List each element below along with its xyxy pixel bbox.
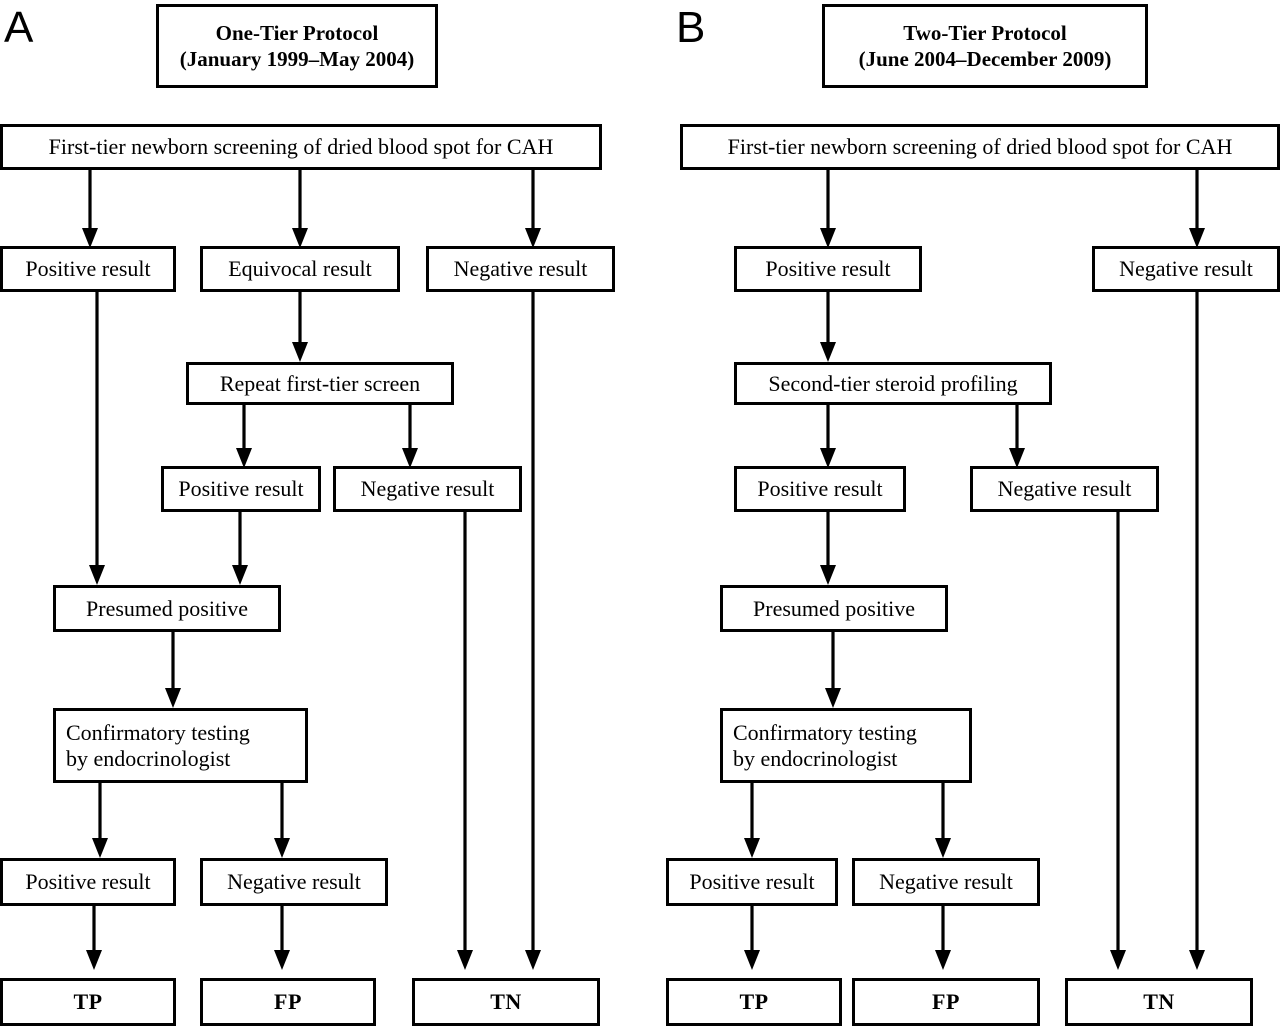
b-node-fp: FP [852,978,1040,1026]
b-node-tp: TP [666,978,842,1026]
a-node-negative-result-2: Negative result [333,466,522,512]
panel-letter-a: A [4,3,34,52]
panel-a-header-title: One-Tier Protocol [215,20,379,45]
a-node-positive-result-1: Positive result [0,246,176,292]
panel-b-header-title: Two-Tier Protocol [903,20,1067,45]
a-node-confirmatory-testing: Confirmatory testing by endocrinologist [53,708,308,783]
a-node-presumed-positive: Presumed positive [53,585,281,632]
a-node-positive-result-2: Positive result [161,466,321,512]
b-node-negative-result-1: Negative result [1092,246,1280,292]
a-node-tp: TP [0,978,176,1026]
b-node-tn: TN [1065,978,1253,1026]
b-node-presumed-positive: Presumed positive [720,585,948,632]
b-node-positive-result-2: Positive result [734,466,906,512]
b-node-first-tier: First-tier newborn screening of dried bl… [680,124,1280,170]
panel-a-header: One-Tier Protocol (January 1999–May 2004… [156,4,438,88]
b-node-confirmatory-testing: Confirmatory testing by endocrinologist [720,708,972,783]
panel-letter-b: B [676,3,706,52]
b-node-negative-result-2: Negative result [970,466,1159,512]
a-node-first-tier: First-tier newborn screening of dried bl… [0,124,602,170]
a-node-fp: FP [200,978,376,1026]
a-node-tn: TN [412,978,600,1026]
panel-a-header-period: (January 1999–May 2004) [179,47,415,71]
a-node-equivocal-result: Equivocal result [200,246,400,292]
b-node-negative-result-3: Negative result [852,858,1040,906]
a-node-negative-result-1: Negative result [426,246,615,292]
b-node-second-tier-steroid-profiling: Second-tier steroid profiling [734,362,1052,405]
b-node-positive-result-3: Positive result [666,858,838,906]
b-node-positive-result-1: Positive result [734,246,922,292]
a-node-repeat-first-tier-screen: Repeat first-tier screen [186,362,454,405]
a-node-negative-result-3: Negative result [200,858,388,906]
a-node-positive-result-3: Positive result [0,858,176,906]
panel-b-header: Two-Tier Protocol (June 2004–December 20… [822,4,1148,88]
panel-b-header-period: (June 2004–December 2009) [858,47,1112,71]
